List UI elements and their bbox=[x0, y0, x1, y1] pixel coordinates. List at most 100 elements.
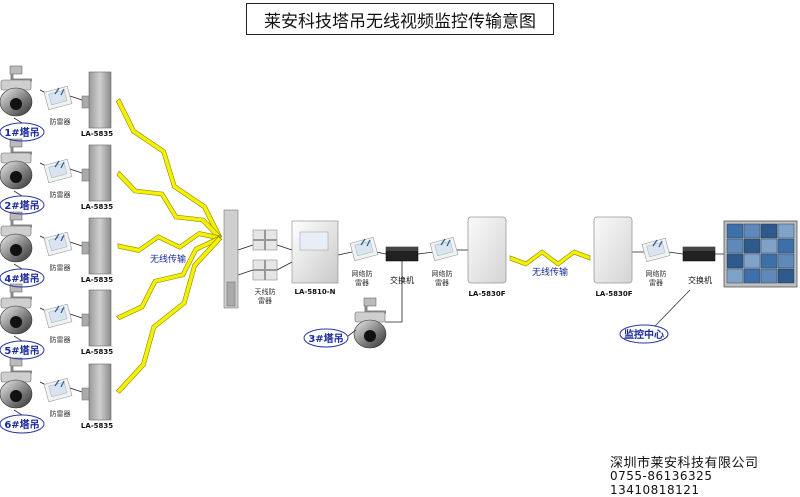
callout-line bbox=[13, 190, 23, 197]
switch-top bbox=[386, 247, 418, 251]
antenna-arrester-label-1: 天线防 bbox=[255, 287, 276, 296]
wireless-bolt bbox=[116, 170, 222, 241]
monitor-tile bbox=[760, 238, 778, 254]
cable-line bbox=[69, 387, 83, 393]
crane-label: 3#塔吊 bbox=[308, 332, 343, 345]
wireless-bolt bbox=[509, 249, 591, 267]
camera-icon bbox=[0, 137, 34, 191]
crane-label-ellipse bbox=[303, 328, 349, 348]
monitor-tile bbox=[726, 238, 744, 254]
cable-line bbox=[385, 261, 403, 323]
wireless-bolt bbox=[117, 231, 221, 253]
bridge-antenna-icon bbox=[467, 216, 507, 284]
arrester-icon bbox=[43, 231, 73, 257]
camera-icon bbox=[352, 296, 388, 350]
company-phones: 0755-86136325 13410818121 bbox=[610, 469, 713, 497]
panel-antenna-icon bbox=[81, 144, 112, 202]
monitor-tile bbox=[760, 268, 778, 284]
net-arrester-label-1: 网络防 bbox=[352, 269, 373, 278]
cable-line bbox=[69, 168, 83, 174]
network-diagram: 防雷器LA-58351#塔吊防雷器LA-58352#塔吊防雷器LA-58354#… bbox=[0, 64, 798, 434]
monitor-tile bbox=[743, 268, 761, 284]
net-arrester-icon bbox=[349, 236, 379, 262]
center-label: 监控中心 bbox=[624, 328, 664, 341]
wireless-label-right: 无线传输 bbox=[532, 266, 568, 278]
monitor-tile bbox=[743, 253, 761, 269]
monitor-wall-icon bbox=[723, 220, 798, 288]
net-arrester-label-1: 网络防 bbox=[646, 269, 667, 278]
radio-model-label: LA-5835 bbox=[81, 130, 113, 138]
camera-icon bbox=[0, 210, 34, 264]
switch-top bbox=[683, 247, 715, 251]
switch-label: 交换机 bbox=[688, 275, 712, 285]
crane-label: 5#塔吊 bbox=[4, 344, 39, 357]
bridge-model-label: LA-5830F bbox=[595, 290, 632, 298]
arrester-icon bbox=[43, 377, 73, 403]
center-label-ellipse bbox=[619, 324, 669, 344]
arrester-icon bbox=[43, 303, 73, 329]
wireless-bolt bbox=[115, 236, 223, 394]
unit-window bbox=[299, 231, 329, 251]
connector-line bbox=[253, 260, 277, 280]
panel-antenna-icon bbox=[81, 71, 112, 129]
callout-line bbox=[13, 409, 23, 416]
radio-model-label: LA-5835 bbox=[81, 422, 113, 430]
monitor-tile bbox=[726, 268, 744, 284]
crane-label: 1#塔吊 bbox=[4, 126, 39, 139]
wireless-bolt bbox=[116, 235, 222, 321]
net-arrester-icon bbox=[641, 237, 671, 263]
monitor-tile bbox=[777, 238, 795, 254]
net-arrester-label-1: 网络防 bbox=[432, 269, 453, 278]
cable-line bbox=[69, 313, 83, 319]
diagram-title: 莱安科技塔吊无线视频监控传输意图 bbox=[246, 3, 554, 35]
callout-line bbox=[654, 289, 691, 327]
monitor-tile bbox=[760, 223, 778, 239]
monitor-tile bbox=[777, 223, 795, 239]
antenna-arrester-label-2: 雷器 bbox=[258, 297, 272, 305]
camera-icon bbox=[0, 282, 34, 336]
callout-line bbox=[13, 335, 23, 342]
unit-model-label: LA-5810-N bbox=[294, 288, 335, 296]
monitor-tile bbox=[726, 253, 744, 269]
arrester-icon bbox=[43, 85, 73, 111]
net-arrester-label-2: 雷器 bbox=[355, 279, 369, 287]
cable-line bbox=[337, 251, 435, 256]
monitor-tile bbox=[743, 238, 761, 254]
arrester-label: 防雷器 bbox=[50, 409, 71, 418]
arrester-label: 防雷器 bbox=[50, 117, 71, 126]
bridge-model-label: LA-5830F bbox=[468, 290, 505, 298]
radio-model-label: LA-5835 bbox=[81, 276, 113, 284]
net-arrester-label-2: 雷器 bbox=[649, 279, 663, 287]
camera-icon bbox=[0, 64, 34, 118]
cable-line bbox=[69, 95, 83, 101]
callout-line bbox=[13, 263, 23, 270]
cable-line bbox=[237, 244, 293, 276]
panel-antenna-icon bbox=[81, 289, 112, 347]
callout-line bbox=[13, 117, 23, 124]
crane-label: 4#塔吊 bbox=[4, 272, 39, 285]
wireless-bolt bbox=[115, 98, 223, 240]
radio-model-label: LA-5835 bbox=[81, 203, 113, 211]
panel-antenna-icon bbox=[81, 363, 112, 421]
monitor-tile bbox=[777, 253, 795, 269]
cable-line bbox=[632, 251, 724, 255]
arrester-label: 防雷器 bbox=[50, 335, 71, 344]
net-arrester-icon bbox=[429, 236, 459, 262]
crane-label: 6#塔吊 bbox=[4, 418, 39, 431]
arrester-label: 防雷器 bbox=[50, 190, 71, 199]
camera-icon bbox=[0, 356, 34, 410]
net-arrester-label-2: 雷器 bbox=[435, 279, 449, 287]
connector-line bbox=[253, 230, 277, 250]
panel-antenna-icon bbox=[81, 217, 112, 275]
antenna-mount-icon bbox=[226, 281, 236, 307]
radio-model-label: LA-5835 bbox=[81, 348, 113, 356]
crane-label: 2#塔吊 bbox=[4, 199, 39, 212]
switch-label: 交换机 bbox=[390, 275, 414, 285]
bridge-antenna-icon bbox=[593, 216, 633, 284]
wireless-label-left: 无线传输 bbox=[150, 253, 186, 265]
arrester-icon bbox=[43, 158, 73, 184]
cable-line bbox=[69, 241, 83, 247]
outdoor-unit-icon bbox=[291, 220, 339, 284]
monitor-tile bbox=[726, 223, 744, 239]
company-name: 深圳市莱安科技有限公司 bbox=[610, 456, 759, 471]
